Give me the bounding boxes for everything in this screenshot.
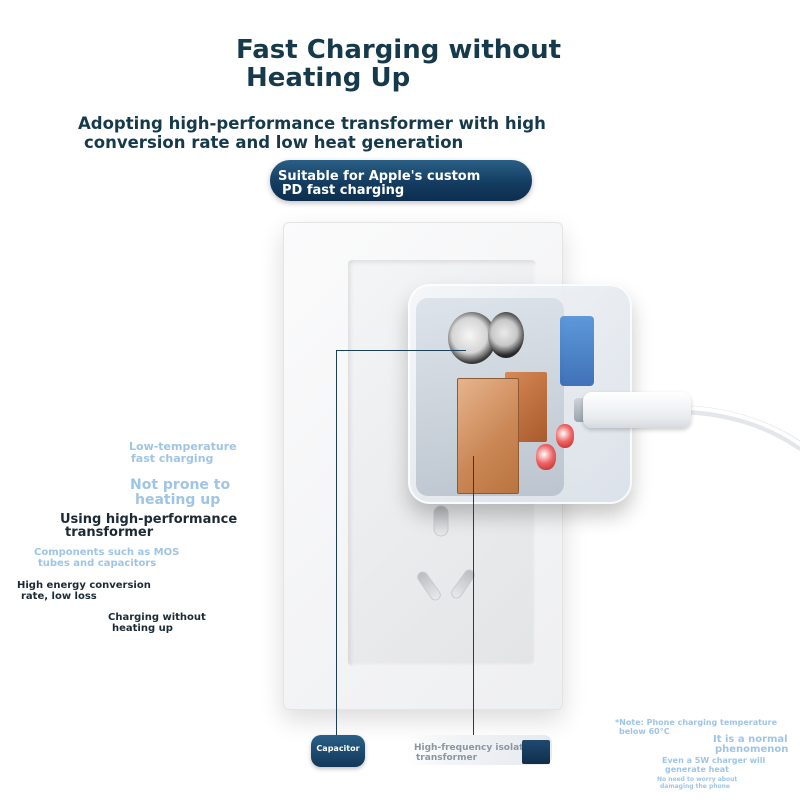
transformer-label-accent <box>522 740 550 764</box>
note-normal-phenomenon: It is a normal phenomenon <box>713 735 788 755</box>
note-line: No need to worry about <box>657 776 738 783</box>
feature-line: Using high-performance <box>60 512 238 527</box>
note-line: Even a 5W charger will <box>662 756 766 765</box>
feature-low-temperature: Low-temperature fast charging <box>129 441 237 465</box>
compatibility-badge: Suitable for Apple's custom PD fast char… <box>270 160 532 201</box>
capacitor-label-badge: Capacitor <box>311 735 365 767</box>
note-line: generate heat <box>665 765 729 774</box>
small-capacitor <box>536 444 556 470</box>
subtitle-line-2: conversion rate and low heat generation <box>84 133 464 152</box>
note-5w-charger: Even a 5W charger will generate heat <box>662 756 765 774</box>
capacitor-label: Capacitor <box>316 744 360 753</box>
feature-line: rate, low loss <box>21 591 97 602</box>
usb-cable-connector <box>583 392 691 428</box>
badge-line-1: Suitable for Apple's custom <box>278 169 481 184</box>
feature-charging-without-heating: Charging without heating up <box>108 612 206 634</box>
page-title: Fast Charging without Heating Up <box>236 36 561 92</box>
feature-not-prone-to-heating: Not prone to heating up <box>130 478 230 508</box>
feature-line: Components such as MOS <box>34 547 180 558</box>
transformer-label-line-2: transformer <box>416 753 478 763</box>
feature-transformer: Using high-performance transformer <box>60 513 237 539</box>
note-no-worry: No need to worry about damaging the phon… <box>657 776 737 790</box>
note-line: *Note: Phone charging temperature <box>615 718 777 727</box>
transformer-label-line-1: High-frequency isolation <box>414 743 540 753</box>
capacitor-component-secondary <box>488 312 524 358</box>
capacitor-leader-horizontal <box>336 350 466 351</box>
feature-line: High energy conversion <box>17 580 151 591</box>
note-temperature: *Note: Phone charging temperature below … <box>615 718 777 736</box>
note-line: below 60°C <box>619 727 670 736</box>
subtitle-line-1: Adopting high-performance transformer wi… <box>78 114 546 133</box>
feature-line: tubes and capacitors <box>38 558 157 569</box>
small-capacitor <box>556 424 574 448</box>
note-line: It is a normal <box>713 734 788 745</box>
title-line-1: Fast Charging without <box>236 35 562 65</box>
badge-line-2: PD fast charging <box>282 183 405 198</box>
note-line: damaging the phone <box>660 783 730 790</box>
circuit-board <box>560 316 594 386</box>
feature-line: transformer <box>65 525 154 540</box>
transformer-leader-vertical <box>473 456 474 740</box>
feature-line: fast charging <box>131 452 214 465</box>
capacitor-leader-vertical <box>336 350 337 738</box>
note-line: phenomenon <box>715 744 789 755</box>
feature-line: Not prone to <box>130 477 231 493</box>
feature-components: Components such as MOS tubes and capacit… <box>34 547 179 569</box>
page-subtitle: Adopting high-performance transformer wi… <box>78 114 546 152</box>
feature-line: Charging without <box>108 612 206 623</box>
title-line-2: Heating Up <box>246 63 411 93</box>
feature-line: Low-temperature <box>129 440 237 453</box>
feature-line: heating up <box>135 492 221 508</box>
feature-energy-conversion: High energy conversion rate, low loss <box>17 580 151 602</box>
transformer-component <box>457 378 519 494</box>
socket-holes-icon <box>417 505 475 601</box>
feature-line: heating up <box>112 623 173 634</box>
